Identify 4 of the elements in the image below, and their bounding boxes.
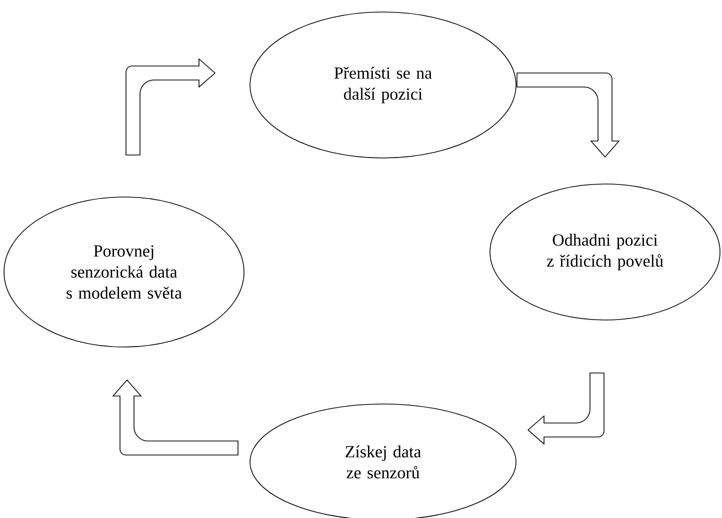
arrow bbox=[112, 380, 238, 456]
arrow bbox=[516, 72, 620, 158]
arrow bbox=[126, 58, 216, 156]
arrow bbox=[528, 372, 604, 444]
